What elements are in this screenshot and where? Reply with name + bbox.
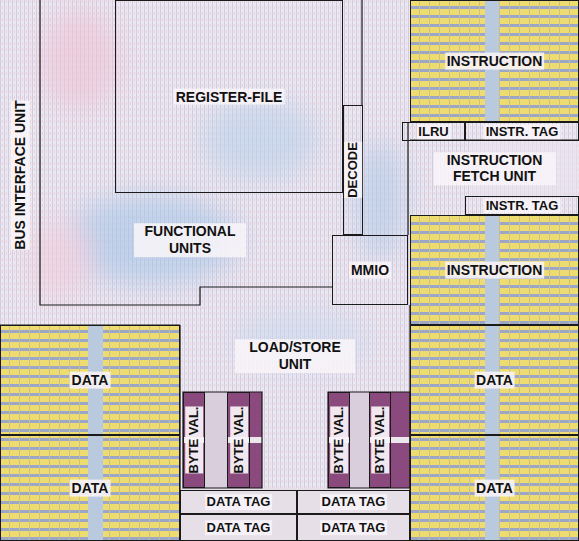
block-label: DATA xyxy=(474,480,515,497)
block-label: DATA TAG xyxy=(320,520,388,536)
block-label: DECODE xyxy=(344,142,362,198)
block-label: DATA TAG xyxy=(205,520,273,536)
cache-tag-box: DATA TAG xyxy=(180,514,297,541)
block-label: INSTR. TAG xyxy=(484,198,561,214)
unit-box: REGISTER-FILE xyxy=(115,0,343,193)
cache-array: DATA xyxy=(0,435,180,541)
cache-array: DATA xyxy=(410,325,579,435)
block-label: BYTE VAL. xyxy=(330,407,348,474)
block-label: INSTR. TAG xyxy=(484,124,561,140)
block-label: INSTRUCTION xyxy=(445,53,545,70)
block-label: DATA xyxy=(70,480,111,497)
block-label: FUNCTIONAL UNITS xyxy=(134,223,246,257)
unit-region: FUNCTIONAL UNITS xyxy=(60,200,320,280)
block-label: DATA xyxy=(474,372,515,389)
block-label: DATA TAG xyxy=(320,494,388,510)
block-label: MMIO xyxy=(349,262,391,279)
block-label: INSTRUCTION xyxy=(445,262,545,279)
block-label: INSTRUCTION FETCH UNIT xyxy=(434,152,556,186)
byte-valid-box: BYTE VAL. xyxy=(183,392,205,488)
block-label: DATA TAG xyxy=(205,494,273,510)
byte-valid-box: BYTE VAL. xyxy=(328,392,350,488)
byte-valid-box: BYTE VAL. xyxy=(369,392,391,488)
unit-region: LOAD/STORE UNIT xyxy=(200,328,390,384)
block-label: BYTE VAL. xyxy=(371,407,389,474)
cache-array: INSTRUCTION xyxy=(410,0,579,122)
die-tint xyxy=(30,10,405,370)
cache-tag-box: DATA TAG xyxy=(297,490,410,514)
cache-tag-box: DATA TAG xyxy=(297,514,410,541)
cache-tag-box: INSTR. TAG xyxy=(465,122,579,141)
cache-array: DATA xyxy=(410,435,579,541)
block-label: REGISTER-FILE xyxy=(174,88,285,105)
block-label: LOAD/STORE UNIT xyxy=(235,339,355,373)
cache-tag-box: DATA TAG xyxy=(180,490,297,514)
block-label: BYTE VAL. xyxy=(185,407,203,474)
cache-array: DATA xyxy=(0,325,180,435)
unit-region: INSTRUCTION FETCH UNIT xyxy=(410,141,579,196)
cache-tag-box: ILRU xyxy=(402,122,465,141)
unit-box: DECODE xyxy=(343,105,363,235)
block-label: BYTE VAL. xyxy=(230,407,248,474)
block-label: DATA xyxy=(70,372,111,389)
cache-array: INSTRUCTION xyxy=(410,215,579,325)
unit-box: MMIO xyxy=(332,235,408,305)
block-label: ILRU xyxy=(416,124,450,140)
unit-region: BUS INTERFACE UNIT xyxy=(0,50,40,300)
byte-valid-box: BYTE VAL. xyxy=(227,392,250,488)
block-label: BUS INTERFACE UNIT xyxy=(11,100,30,249)
cache-tag-box: INSTR. TAG xyxy=(465,196,579,215)
byte-valid-arrays xyxy=(180,392,410,541)
